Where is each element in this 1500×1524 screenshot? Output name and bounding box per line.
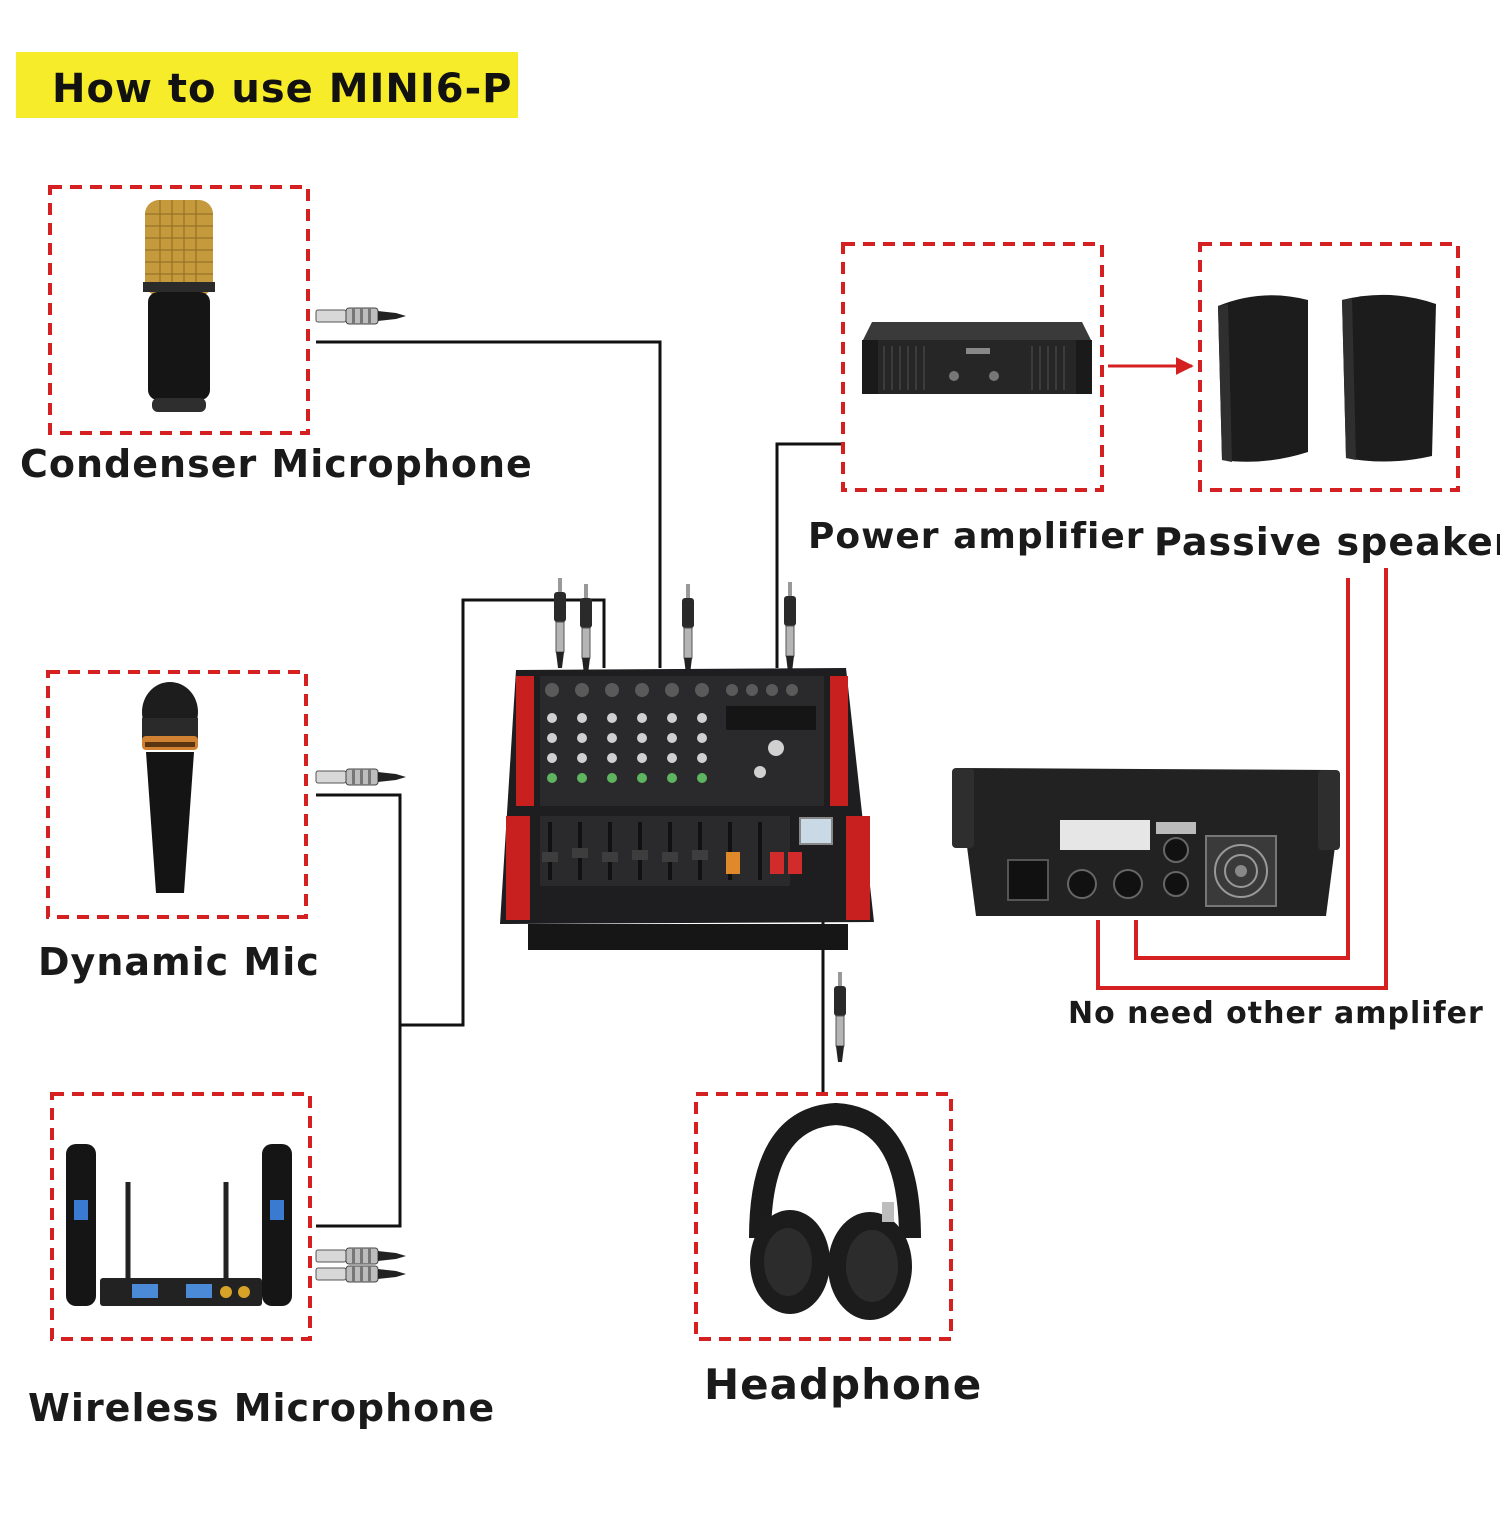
dynamic-mic-icon — [142, 682, 198, 893]
passive-speaker-right-icon — [1342, 294, 1436, 462]
xlr-plug-condenser — [315, 307, 407, 325]
cable-power-amp — [775, 442, 842, 668]
diagram-title: How to use MINI6-P — [52, 66, 513, 112]
jack-plug-input-3 — [681, 583, 695, 675]
jack-plug-input-2 — [579, 583, 593, 675]
jack-plug-headphone — [833, 971, 847, 1063]
label-headphone: Headphone — [704, 1360, 983, 1409]
cable-dynamic — [316, 793, 402, 1228]
jack-plug-wireless — [315, 1247, 407, 1265]
title-banner — [16, 52, 518, 118]
label-no-need-amplifier: No need other amplifer — [1068, 996, 1484, 1031]
headphone-icon — [749, 1102, 921, 1320]
box-dynamic — [46, 670, 308, 919]
cable-condenser — [316, 340, 662, 668]
jack-plug-input-1 — [553, 577, 567, 669]
mixer-front-icon — [500, 668, 874, 950]
mixer-rear-icon — [952, 768, 1340, 916]
speaker-cables — [1096, 568, 1388, 990]
xlr-plug-wireless — [315, 1265, 407, 1283]
label-wireless-microphone: Wireless Microphone — [28, 1386, 496, 1430]
xlr-plug-dynamic — [315, 768, 407, 786]
passive-speaker-left-icon — [1218, 295, 1308, 462]
box-condenser — [48, 185, 310, 435]
label-power-amplifier: Power amplifier — [808, 516, 1145, 557]
wireless-mic-icon — [66, 1144, 292, 1306]
jack-plug-output — [783, 581, 797, 673]
speaker-cable-right — [1134, 578, 1350, 960]
power-amplifier-icon — [862, 322, 1092, 394]
label-dynamic-mic: Dynamic Mic — [38, 940, 320, 984]
box-power-amp — [841, 242, 1104, 492]
label-passive-speaker: Passive speaker — [1154, 520, 1500, 564]
condenser-mic-icon — [143, 200, 215, 412]
box-wireless — [50, 1092, 312, 1341]
cable-dynamic-mixer — [400, 598, 606, 1027]
box-passive-speaker — [1198, 242, 1460, 492]
label-condenser-microphone: Condenser Microphone — [20, 442, 533, 486]
box-headphone — [694, 1092, 953, 1341]
speaker-cable-left — [1096, 568, 1388, 990]
